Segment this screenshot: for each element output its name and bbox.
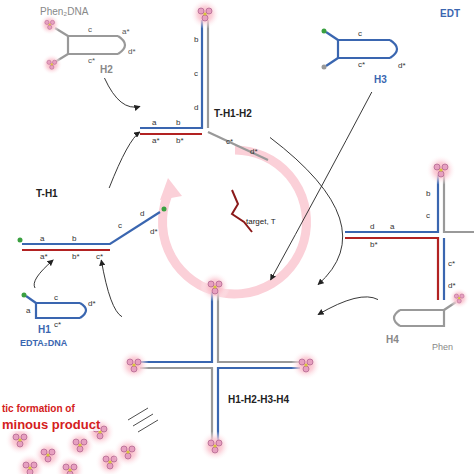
domain-label: d	[370, 223, 374, 231]
edta-dot	[22, 293, 27, 298]
domain-label: b*	[72, 253, 80, 261]
structure-label: EDTA₂DNA	[20, 338, 67, 348]
structure-label: H4	[386, 334, 399, 345]
domain-label: c	[118, 222, 122, 230]
domain-label: c*	[88, 57, 95, 65]
domain-label: b	[194, 36, 198, 44]
domain-label: a	[26, 307, 30, 315]
domain-label: c*	[448, 260, 455, 268]
domain-label: d*	[150, 228, 158, 236]
domain-label: c	[194, 70, 198, 78]
domain-label: c*	[96, 253, 103, 261]
domain-label: b	[176, 119, 180, 127]
edta-dot	[18, 238, 23, 243]
progress-arrows	[128, 408, 158, 432]
domain-label: a	[152, 119, 156, 127]
structure-node: Phen₂DNA H2	[38, 6, 138, 78]
structure-label: H1	[38, 324, 51, 335]
domain-label: c	[358, 30, 362, 38]
edta-dot	[322, 29, 327, 34]
structure-label: target, T	[246, 217, 276, 226]
t-h1-h2-complex	[140, 20, 268, 160]
structure-label: EDT	[440, 8, 460, 19]
domain-label: c	[54, 294, 58, 302]
reaction-arrow	[101, 260, 122, 317]
structure-label: H2	[100, 64, 113, 75]
structure-node: target, T	[244, 212, 294, 234]
domain-label: d*	[88, 300, 96, 308]
domain-label: a*	[152, 137, 160, 145]
domain-label: a*	[40, 253, 48, 261]
caption-fragment: minous product	[2, 418, 100, 431]
structure-label: Phen₂DNA	[40, 6, 88, 17]
structure-label: Phen	[432, 342, 453, 352]
domain-label: d*	[398, 62, 406, 70]
structure-node: EDT H3	[318, 8, 470, 92]
structure-node: T-H1	[16, 188, 174, 260]
structure-label: T-H1-H2	[214, 108, 252, 119]
domain-label: a	[390, 223, 394, 231]
domain-label: b*	[370, 241, 378, 249]
t-h1-complex	[22, 212, 160, 250]
structure-label: H1-H2-H3-H4	[228, 394, 289, 405]
domain-label: d	[194, 104, 198, 112]
structure-label: H3	[374, 74, 387, 85]
structure-node: T-H1-H2	[140, 4, 270, 172]
reaction-arrow	[271, 92, 372, 280]
domain-label: d	[140, 210, 144, 218]
edta-dot	[162, 207, 167, 212]
structure-node: H4Phen	[378, 290, 470, 358]
domain-label: d*	[128, 48, 136, 56]
h4-hairpin	[394, 302, 456, 326]
domain-label: b	[72, 235, 76, 243]
structure-node: H1-H2-H3-H4	[122, 280, 318, 464]
domain-label: c*	[226, 138, 233, 146]
reaction-arrow	[318, 297, 378, 315]
edta-dot	[322, 65, 327, 70]
reaction-arrow	[270, 137, 343, 284]
reaction-arrow	[109, 132, 140, 188]
cycle-ring	[160, 150, 306, 294]
domain-label: c	[88, 26, 92, 34]
domain-label: c*	[358, 61, 365, 69]
domain-label: b	[426, 190, 430, 198]
domain-label: a	[40, 235, 44, 243]
domain-label: a*	[122, 28, 130, 36]
domain-label: c*	[54, 321, 61, 329]
domain-label: d*	[448, 282, 456, 290]
domain-label: c	[426, 212, 430, 220]
reaction-arrow	[104, 78, 140, 107]
four-way-junction	[140, 292, 300, 440]
t-h1-h2-h3-complex	[345, 175, 474, 300]
domain-label: b*	[176, 137, 184, 145]
caption-fragment: tic formation of	[2, 404, 75, 414]
structure-label: T-H1	[36, 188, 58, 199]
reaction-arrow	[34, 260, 53, 288]
domain-label: d*	[250, 148, 258, 156]
